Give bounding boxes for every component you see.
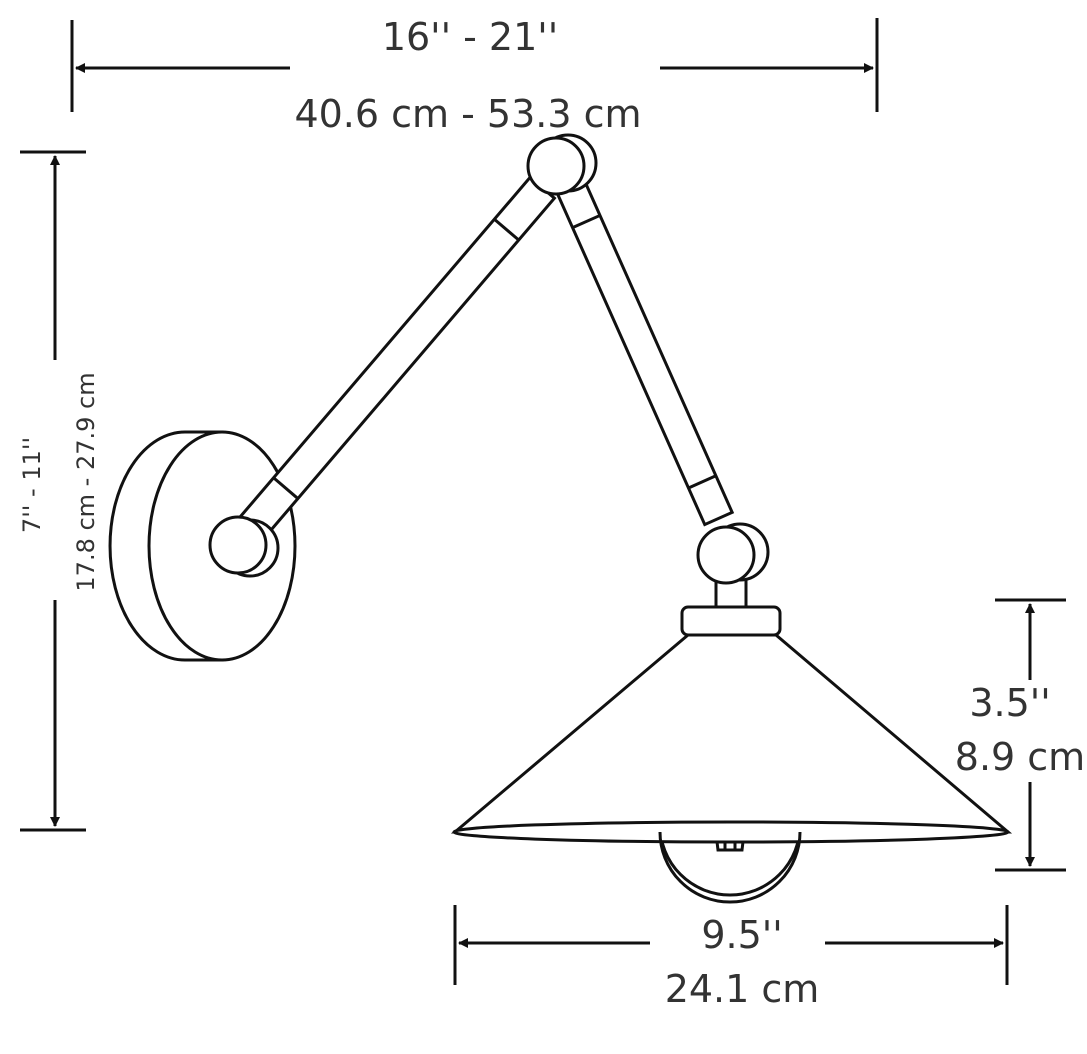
shade-height-metric: 8.9 cm [955, 735, 1085, 779]
overall-width-imperial: 16'' - 21'' [382, 15, 558, 59]
lower-arm [235, 175, 557, 543]
upper-arm [554, 176, 735, 527]
bulb-outline [658, 831, 802, 904]
shade-joint [696, 525, 756, 585]
height-imperial: 7'' - 11'' [18, 437, 46, 533]
height-dimension: 7'' - 11'' 17.8 cm - 27.9 cm [18, 150, 100, 832]
lamp-illustration [108, 133, 1013, 904]
overall-width-metric: 40.6 cm - 53.3 cm [294, 92, 641, 136]
shade-diameter-dimension: 9.5'' 24.1 cm [453, 905, 1009, 1011]
elbow-joint [526, 136, 586, 196]
shade-rim [452, 820, 1010, 844]
height-metric: 17.8 cm - 27.9 cm [72, 372, 100, 591]
shade-diameter-metric: 24.1 cm [665, 967, 820, 1011]
shade-cap [680, 605, 782, 637]
shade-height-dimension: 3.5'' 8.9 cm [955, 598, 1085, 872]
shade-diameter-imperial: 9.5'' [701, 913, 782, 957]
overall-width-dimension: 16'' - 21'' 40.6 cm - 53.3 cm [70, 15, 879, 136]
wall-joint [208, 515, 268, 575]
lamp-shade [450, 633, 1013, 834]
shade-height-imperial: 3.5'' [969, 681, 1050, 725]
